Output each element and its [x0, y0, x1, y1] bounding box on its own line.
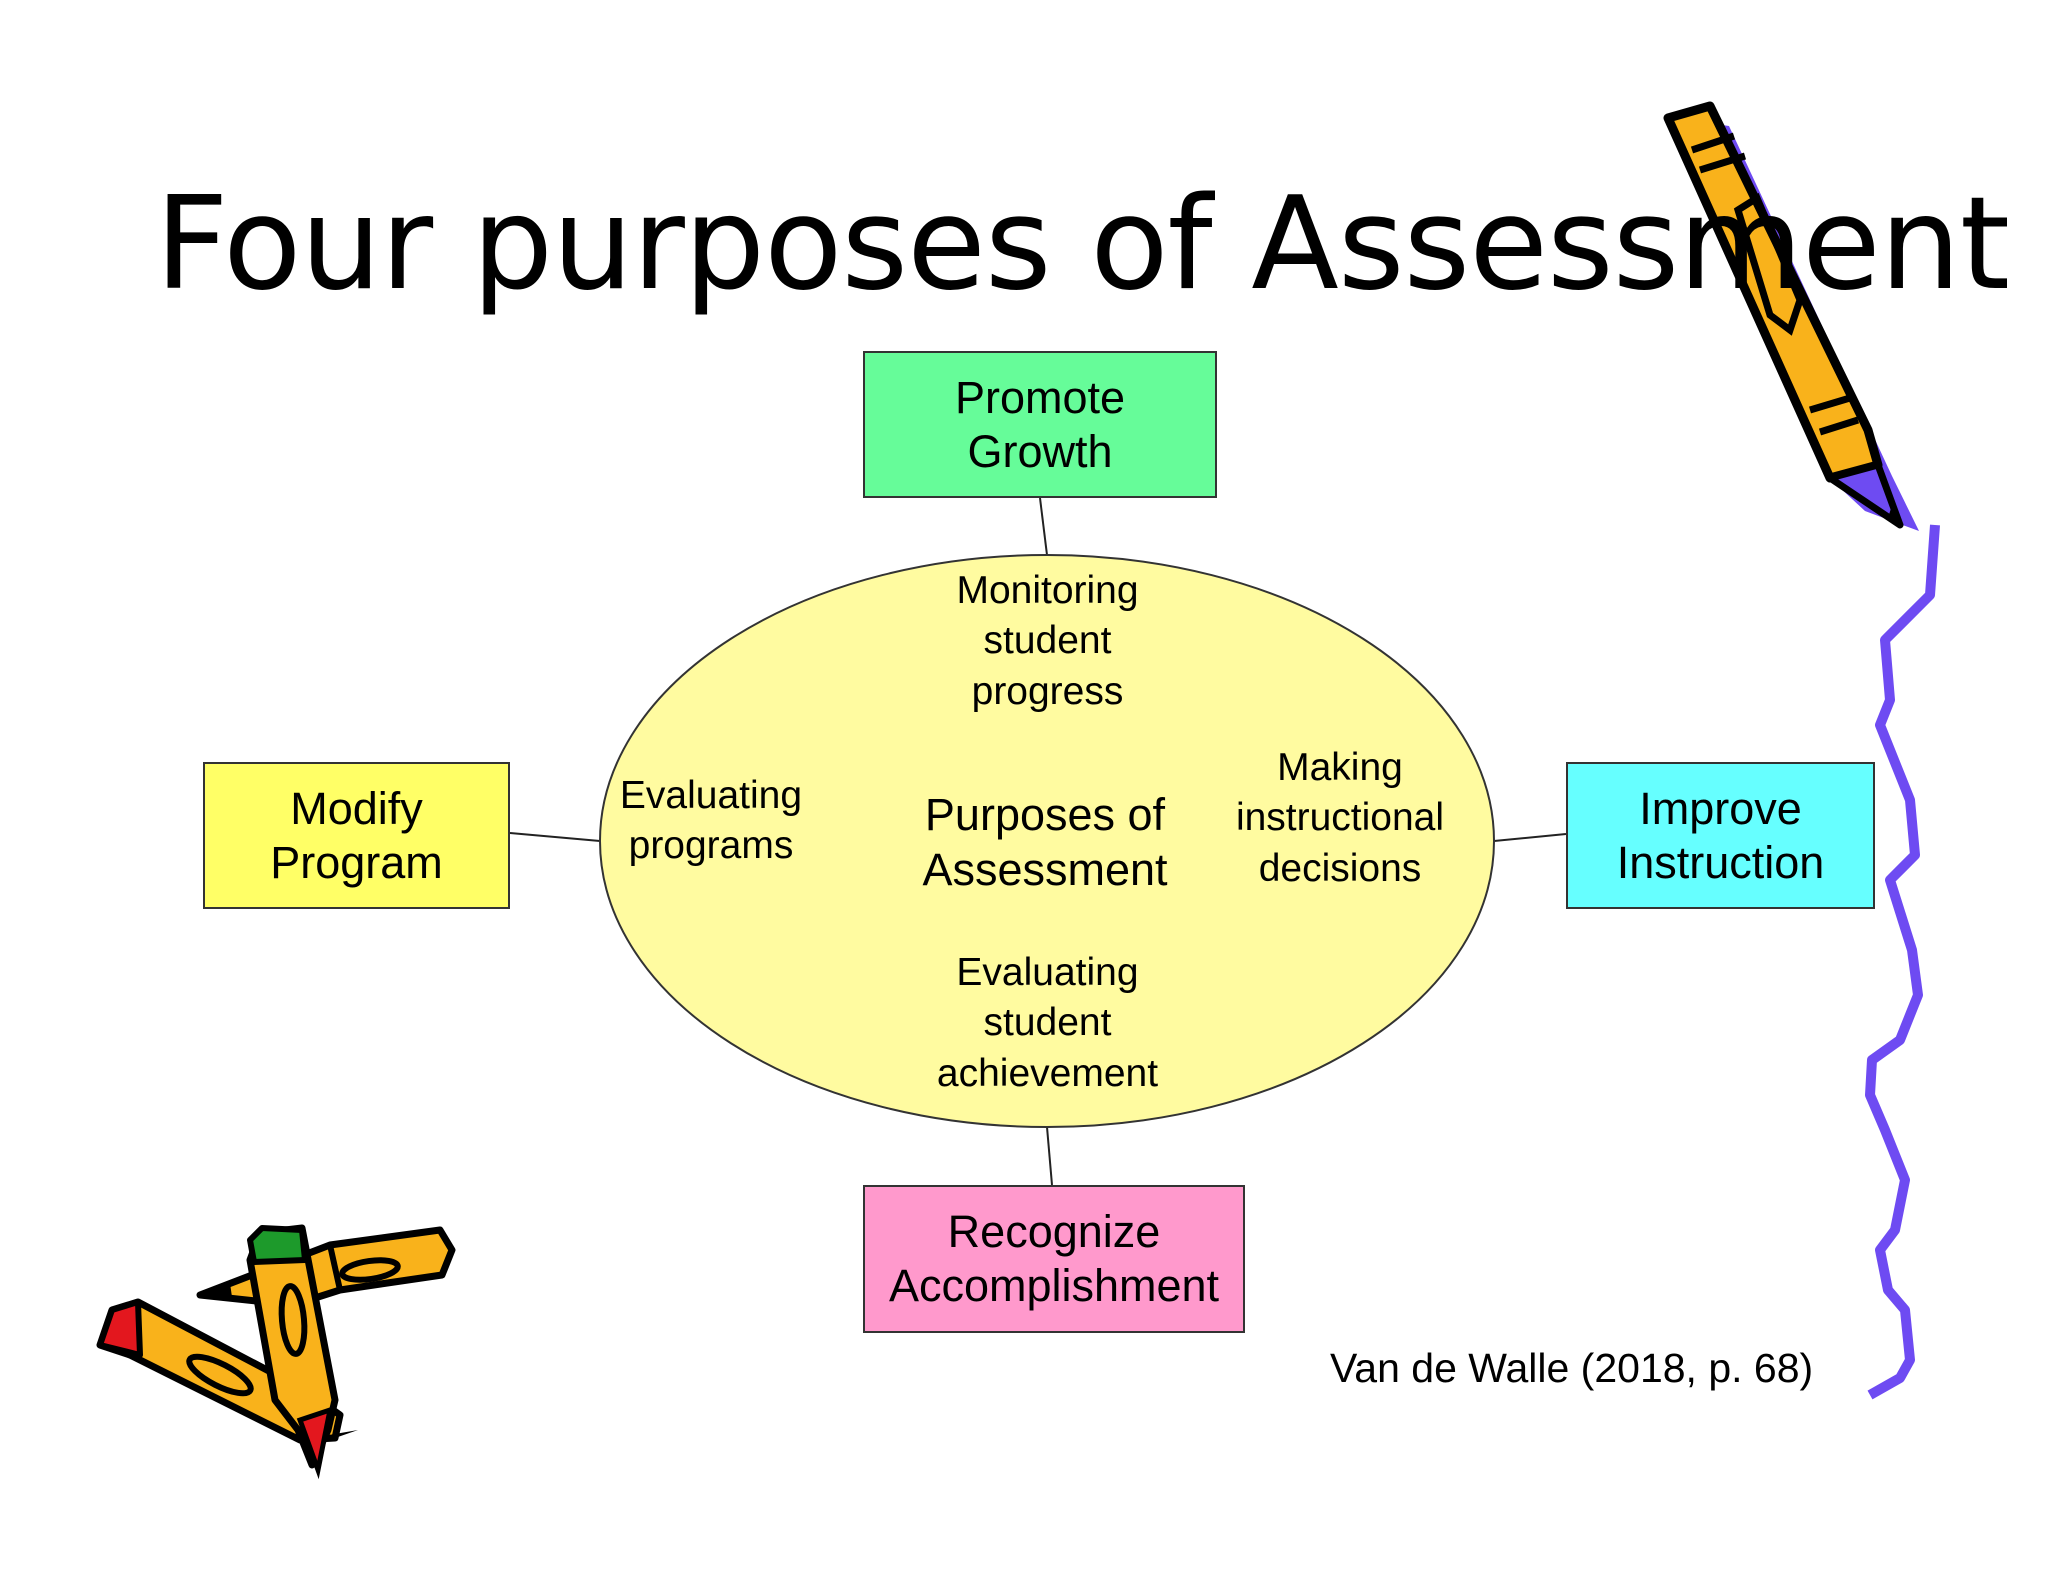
monitoring-progress-label: Monitoring student progress [956, 569, 1139, 713]
connector-right [1493, 833, 1567, 842]
evaluating-programs-label: Evaluating programs [619, 774, 803, 868]
connector-left [509, 832, 601, 842]
recognize-accomplishment-label: Recognize Accomplishment [888, 1206, 1220, 1311]
purposes-ellipse [599, 554, 1495, 1128]
citation: Van de Walle (2018, p. 68) [1330, 1345, 1814, 1391]
improve-instruction-label: Improve Instruction [1616, 782, 1825, 888]
pencil-large-icon [1663, 101, 1919, 531]
recognize-accomplishment-box: Recognize Accomplishment [863, 1185, 1245, 1333]
connector-bottom [1046, 1126, 1053, 1186]
pencil-small-icon-3 [246, 1224, 339, 1480]
slide-title: Four purposes of Assessment [155, 170, 2010, 319]
purposes-of-assessment-label: Purposes of Assessment [922, 789, 1168, 895]
squiggle-line [1865, 524, 1940, 1400]
pencil-small-icon-1 [196, 1226, 456, 1309]
promote-growth-box: Promote Growth [863, 351, 1217, 498]
student-achievement-label: Evaluating student achievement [936, 951, 1159, 1095]
improve-instruction-box: Improve Instruction [1566, 762, 1875, 909]
instructional-decisions-label: Making instructional decisions [1235, 746, 1445, 890]
connector-top [1039, 497, 1048, 556]
promote-growth-label: Promote Growth [954, 371, 1126, 477]
modify-program-box: Modify Program [203, 762, 510, 909]
modify-program-label: Modify Program [270, 782, 443, 888]
